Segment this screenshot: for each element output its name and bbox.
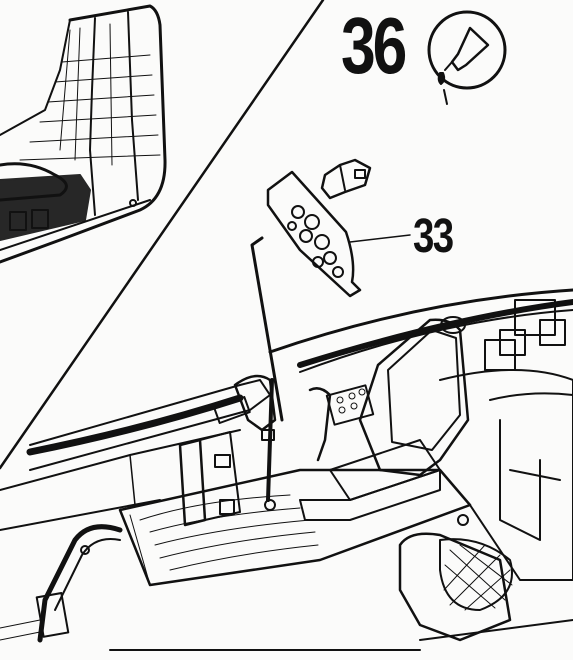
instrument-panel-part — [266, 158, 411, 298]
step-number: 36 — [341, 1, 407, 90]
placement-guide-line — [250, 236, 284, 422]
inset-divider — [0, 0, 325, 470]
glue-tube-icon — [427, 10, 507, 105]
tail-fin-detail — [0, 4, 167, 264]
fuselage-cockpit — [0, 288, 573, 651]
part-number-label: 33 — [413, 210, 454, 263]
